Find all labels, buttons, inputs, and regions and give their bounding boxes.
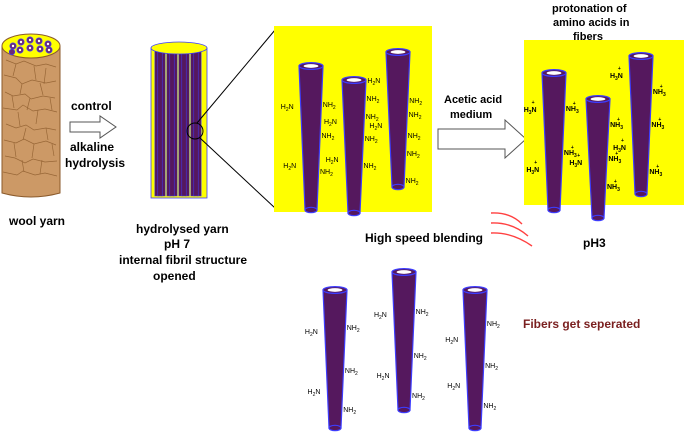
nh2-group: NH2 — [323, 102, 336, 111]
nh2-group: NH2 — [364, 163, 377, 172]
nh2-group: NH2 — [485, 363, 498, 372]
nh2-group: NH2 — [407, 151, 420, 160]
alkaline-label: alkaline — [70, 140, 114, 154]
nh2-group: H2N — [377, 373, 390, 382]
nh2-group: H2N — [369, 123, 382, 132]
process-arrow — [69, 115, 117, 139]
fibers-separated-label: Fibers get seperated — [523, 317, 640, 331]
nh2-group: NH2 — [322, 133, 335, 142]
nh2-group: NH2 — [347, 325, 360, 334]
nh2-group: NH2 — [406, 178, 419, 187]
opened-label: opened — [153, 269, 196, 283]
protonation-label-2: amino acids in — [553, 17, 630, 29]
nh2-group: NH2 — [345, 368, 358, 377]
nh2-group: NH2 — [416, 309, 429, 318]
nh2-group: NH2 — [483, 403, 496, 412]
ph7-label: pH 7 — [164, 237, 190, 251]
nh2-group: H2N — [326, 157, 339, 166]
nh2-group: NH2 — [409, 112, 422, 121]
nh2-group: NH2 — [409, 98, 422, 107]
nh2-group: NH2 — [487, 321, 500, 330]
protonation-label-1: protonation of — [552, 3, 627, 15]
nh2-group: NH2 — [366, 114, 379, 123]
nh2-group: NH2 — [414, 353, 427, 362]
hydrolysed-yarn-label: hydrolysed yarn — [136, 222, 229, 236]
fiber: H3N+NH3+NH3+H3N+NH3+ — [610, 52, 666, 198]
medium-label: medium — [450, 109, 492, 121]
nh2-group: H2N — [324, 119, 337, 128]
zoom-circle — [186, 122, 204, 140]
nh2-group: NH2 — [367, 96, 380, 105]
nh2-group: H2N — [447, 383, 460, 392]
hydrolysis-label: hydrolysis — [65, 156, 125, 170]
high-speed-label: High speed blending — [365, 231, 483, 245]
hydrolysed-yarn-illustration — [150, 41, 208, 199]
fibril — [169, 47, 175, 197]
wool-yarn-illustration — [1, 33, 61, 198]
control-label: control — [71, 99, 112, 113]
nh2-group: NH2 — [320, 169, 333, 178]
nh2-group: H2N — [281, 104, 294, 113]
blending-waves-icon — [490, 212, 533, 247]
nh2-group: H2N — [445, 337, 458, 346]
ph3-label: pH3 — [583, 236, 606, 250]
nh2-group: H2N — [308, 389, 321, 398]
zoom-line-bottom — [199, 137, 276, 209]
nh2-group: NH2 — [408, 133, 421, 142]
zoom-line-top — [196, 29, 276, 124]
wool-yarn-label: wool yarn — [8, 214, 65, 228]
acid-arrow — [437, 118, 527, 160]
protonation-label-3: fibers — [573, 31, 603, 43]
nh2-group: H2N — [374, 312, 387, 321]
fibril — [181, 47, 187, 197]
nh2-group: H2N — [367, 78, 380, 87]
nh2-group: NH2 — [343, 407, 356, 416]
internal-fibril-label: internal fibril structure — [119, 253, 247, 267]
nh2-group: H2N — [283, 163, 296, 172]
fibril — [157, 47, 163, 197]
acetic-acid-label: Acetic acid — [444, 94, 502, 106]
nh2-group: NH2 — [365, 136, 378, 145]
nh2-group: H2N — [305, 329, 318, 338]
nh2-group: NH2 — [412, 393, 425, 402]
